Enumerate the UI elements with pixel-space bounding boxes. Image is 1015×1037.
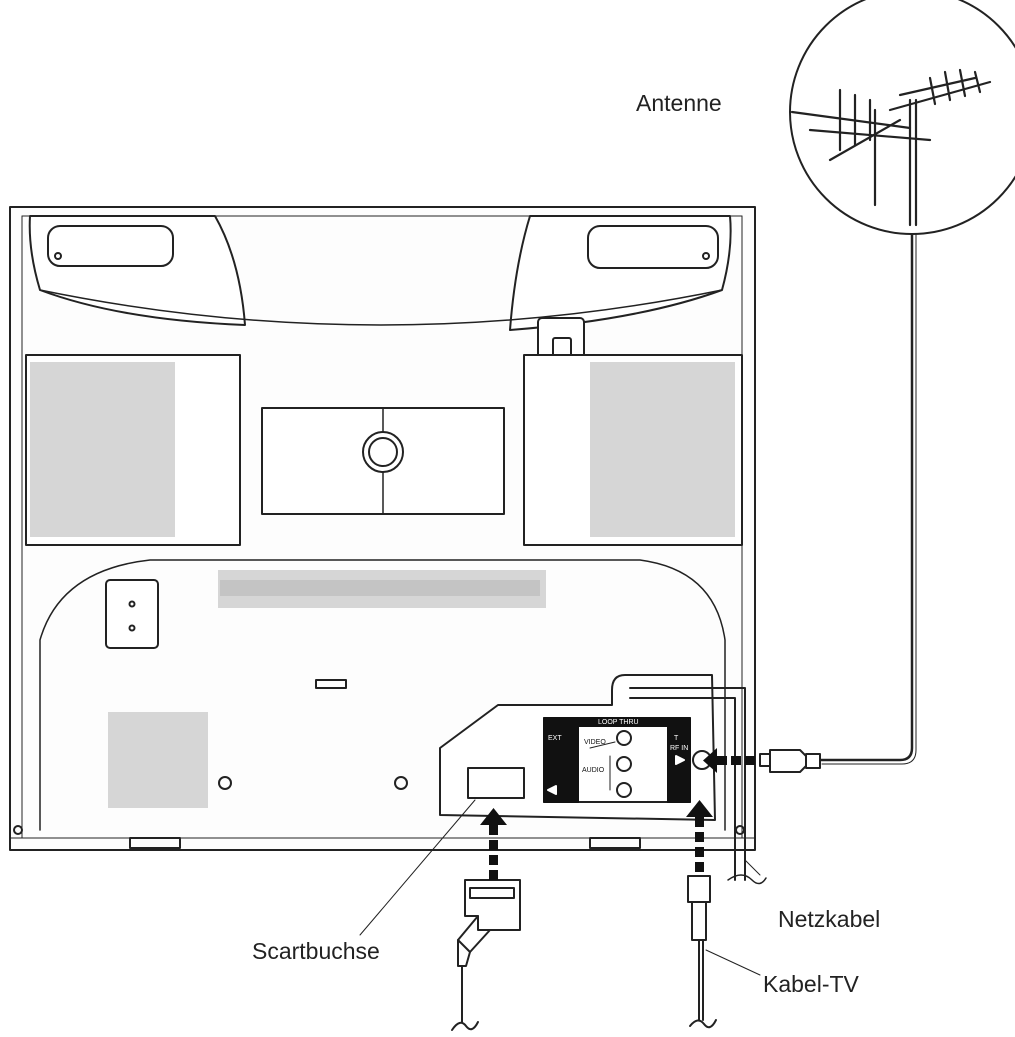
arrow-scart — [480, 808, 507, 880]
panel-header: LOOP THRU — [598, 719, 639, 726]
scart-socket — [467, 767, 525, 799]
panel-left-tag: EXT — [548, 735, 562, 742]
antenna-icon — [790, 68, 992, 227]
scart-label: Scartbuchse — [252, 938, 380, 964]
panel-right-tag-top: T — [674, 735, 679, 742]
cable-tv-label: Kabel-TV — [763, 971, 859, 997]
antenna-inset — [789, 0, 1015, 235]
mains-cable-label: Netzkabel — [778, 906, 881, 932]
rear-cover — [39, 559, 726, 831]
antenna-cable — [816, 230, 914, 762]
power-socket — [105, 579, 159, 649]
antenna-label: Antenne — [636, 90, 722, 116]
cable-tv-plug — [687, 875, 717, 1029]
right-handle — [509, 215, 732, 331]
arrow-antenna — [703, 748, 755, 773]
panel-right-tag-bottom: RF IN — [670, 745, 688, 752]
mains-cable — [629, 687, 746, 881]
scart-plug — [451, 879, 521, 1031]
panel-video-in: VIDEO — [584, 739, 606, 746]
antenna-plug — [759, 753, 771, 767]
panel-audio-in: AUDIO — [582, 767, 605, 774]
arrow-cable-tv — [686, 800, 713, 872]
